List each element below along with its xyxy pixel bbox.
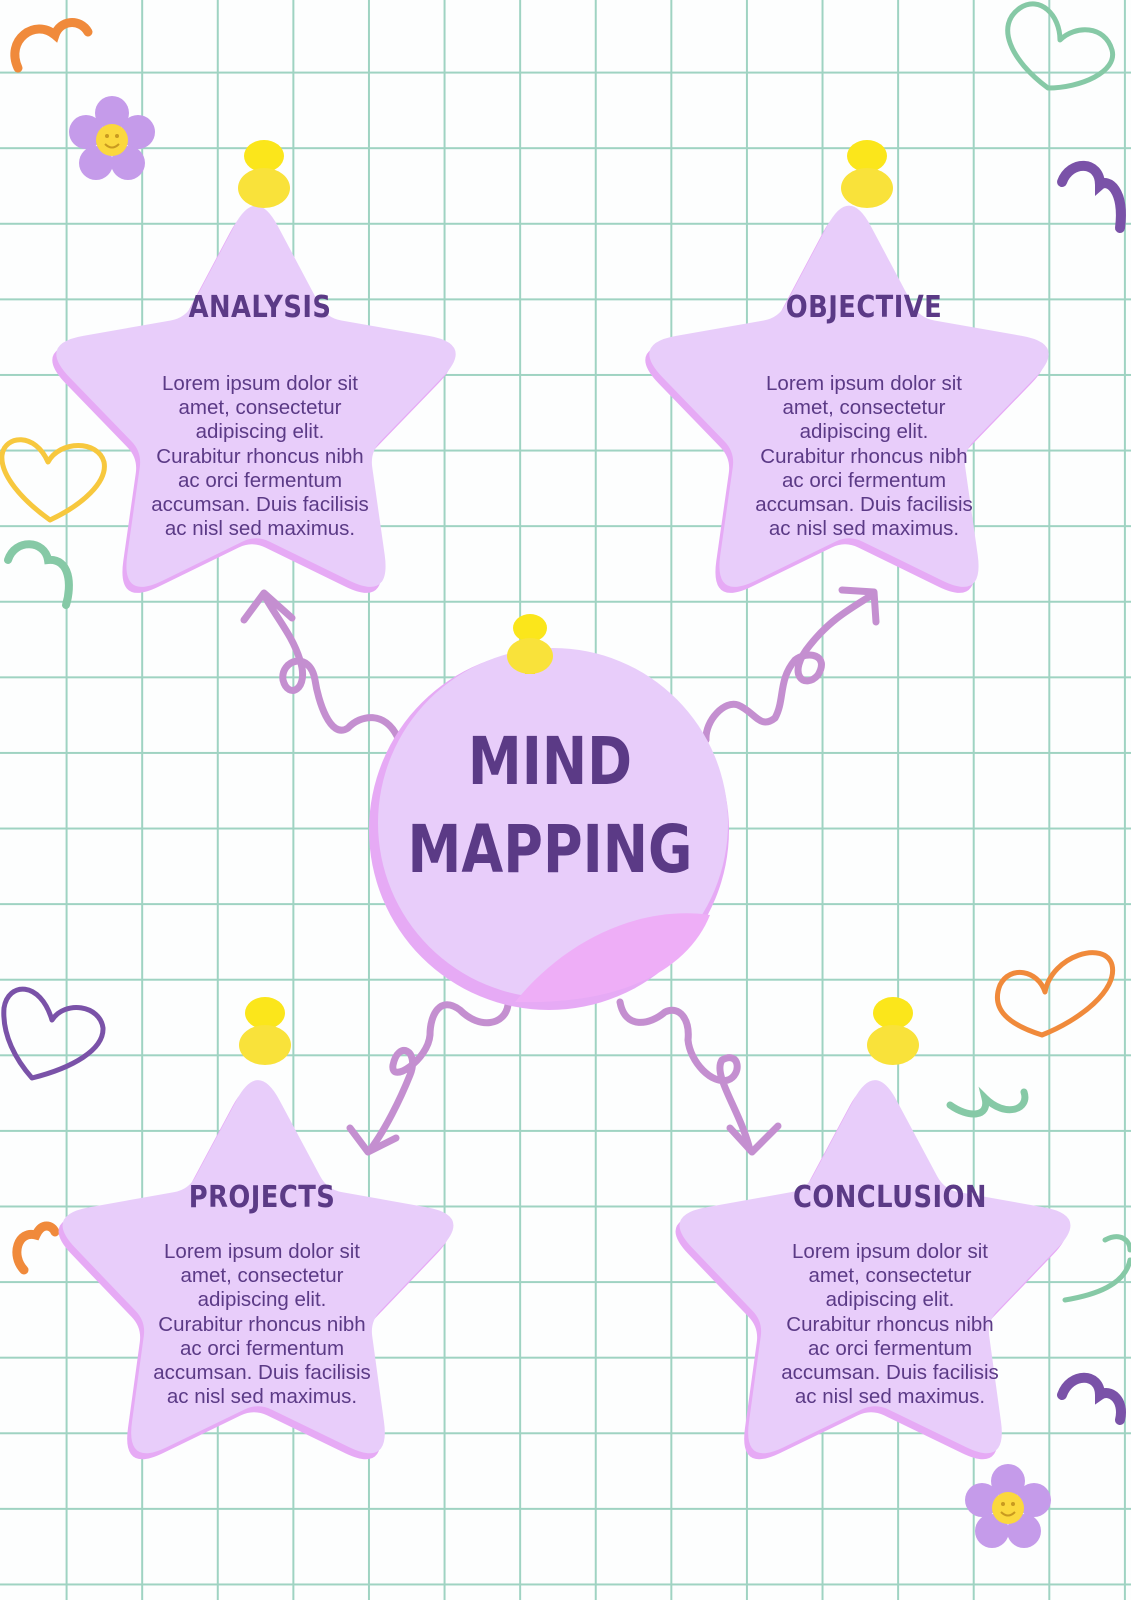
node-title: ANALYSIS <box>188 290 332 325</box>
orange-squiggle-icon <box>10 18 93 73</box>
pushpin-icon <box>841 140 893 208</box>
arrow-head-icon <box>240 589 296 624</box>
pushpin-icon <box>867 997 919 1065</box>
center-node: MIND MAPPING <box>370 700 730 900</box>
orange-heart-icon <box>994 950 1116 1038</box>
arrow-head-icon <box>838 586 880 626</box>
green-squiggle-icon <box>4 540 73 609</box>
purple-squiggle-icon <box>1057 160 1126 233</box>
orange-squiggle-icon <box>12 1221 60 1275</box>
arrow-head-icon <box>346 1124 400 1156</box>
pushpin-icon <box>507 614 553 674</box>
yellow-heart-icon <box>0 437 107 523</box>
purple-squiggle-icon <box>1057 1372 1126 1425</box>
conclusion-star-shape <box>675 997 1071 1460</box>
green-heart-icon <box>1062 1234 1131 1303</box>
center-title-line1: MIND <box>467 723 633 800</box>
green-squiggle-icon <box>946 1086 1029 1118</box>
pushpin-icon <box>238 140 290 208</box>
node-title: OBJECTIVE <box>785 290 943 325</box>
smiley-flower-icon <box>965 1464 1051 1548</box>
objective-star-shape <box>645 140 1049 593</box>
node-title: PROJECTS <box>188 1180 336 1215</box>
green-heart-icon <box>1005 1 1116 91</box>
arrow-head-icon <box>726 1122 782 1156</box>
arrow-to-analysis <box>260 591 402 742</box>
purple-heart-icon <box>1 986 106 1081</box>
analysis-star-shape <box>52 140 456 593</box>
smiley-flower-icon <box>69 96 155 180</box>
projects-star-shape <box>58 997 454 1460</box>
center-title-line2: MAPPING <box>407 811 693 888</box>
node-title: CONCLUSION <box>793 1180 987 1215</box>
arrow-to-conclusion <box>616 998 754 1154</box>
pushpin-icon <box>239 997 291 1065</box>
arrow-to-objective <box>702 591 876 744</box>
arrow-to-projects <box>366 1001 512 1154</box>
